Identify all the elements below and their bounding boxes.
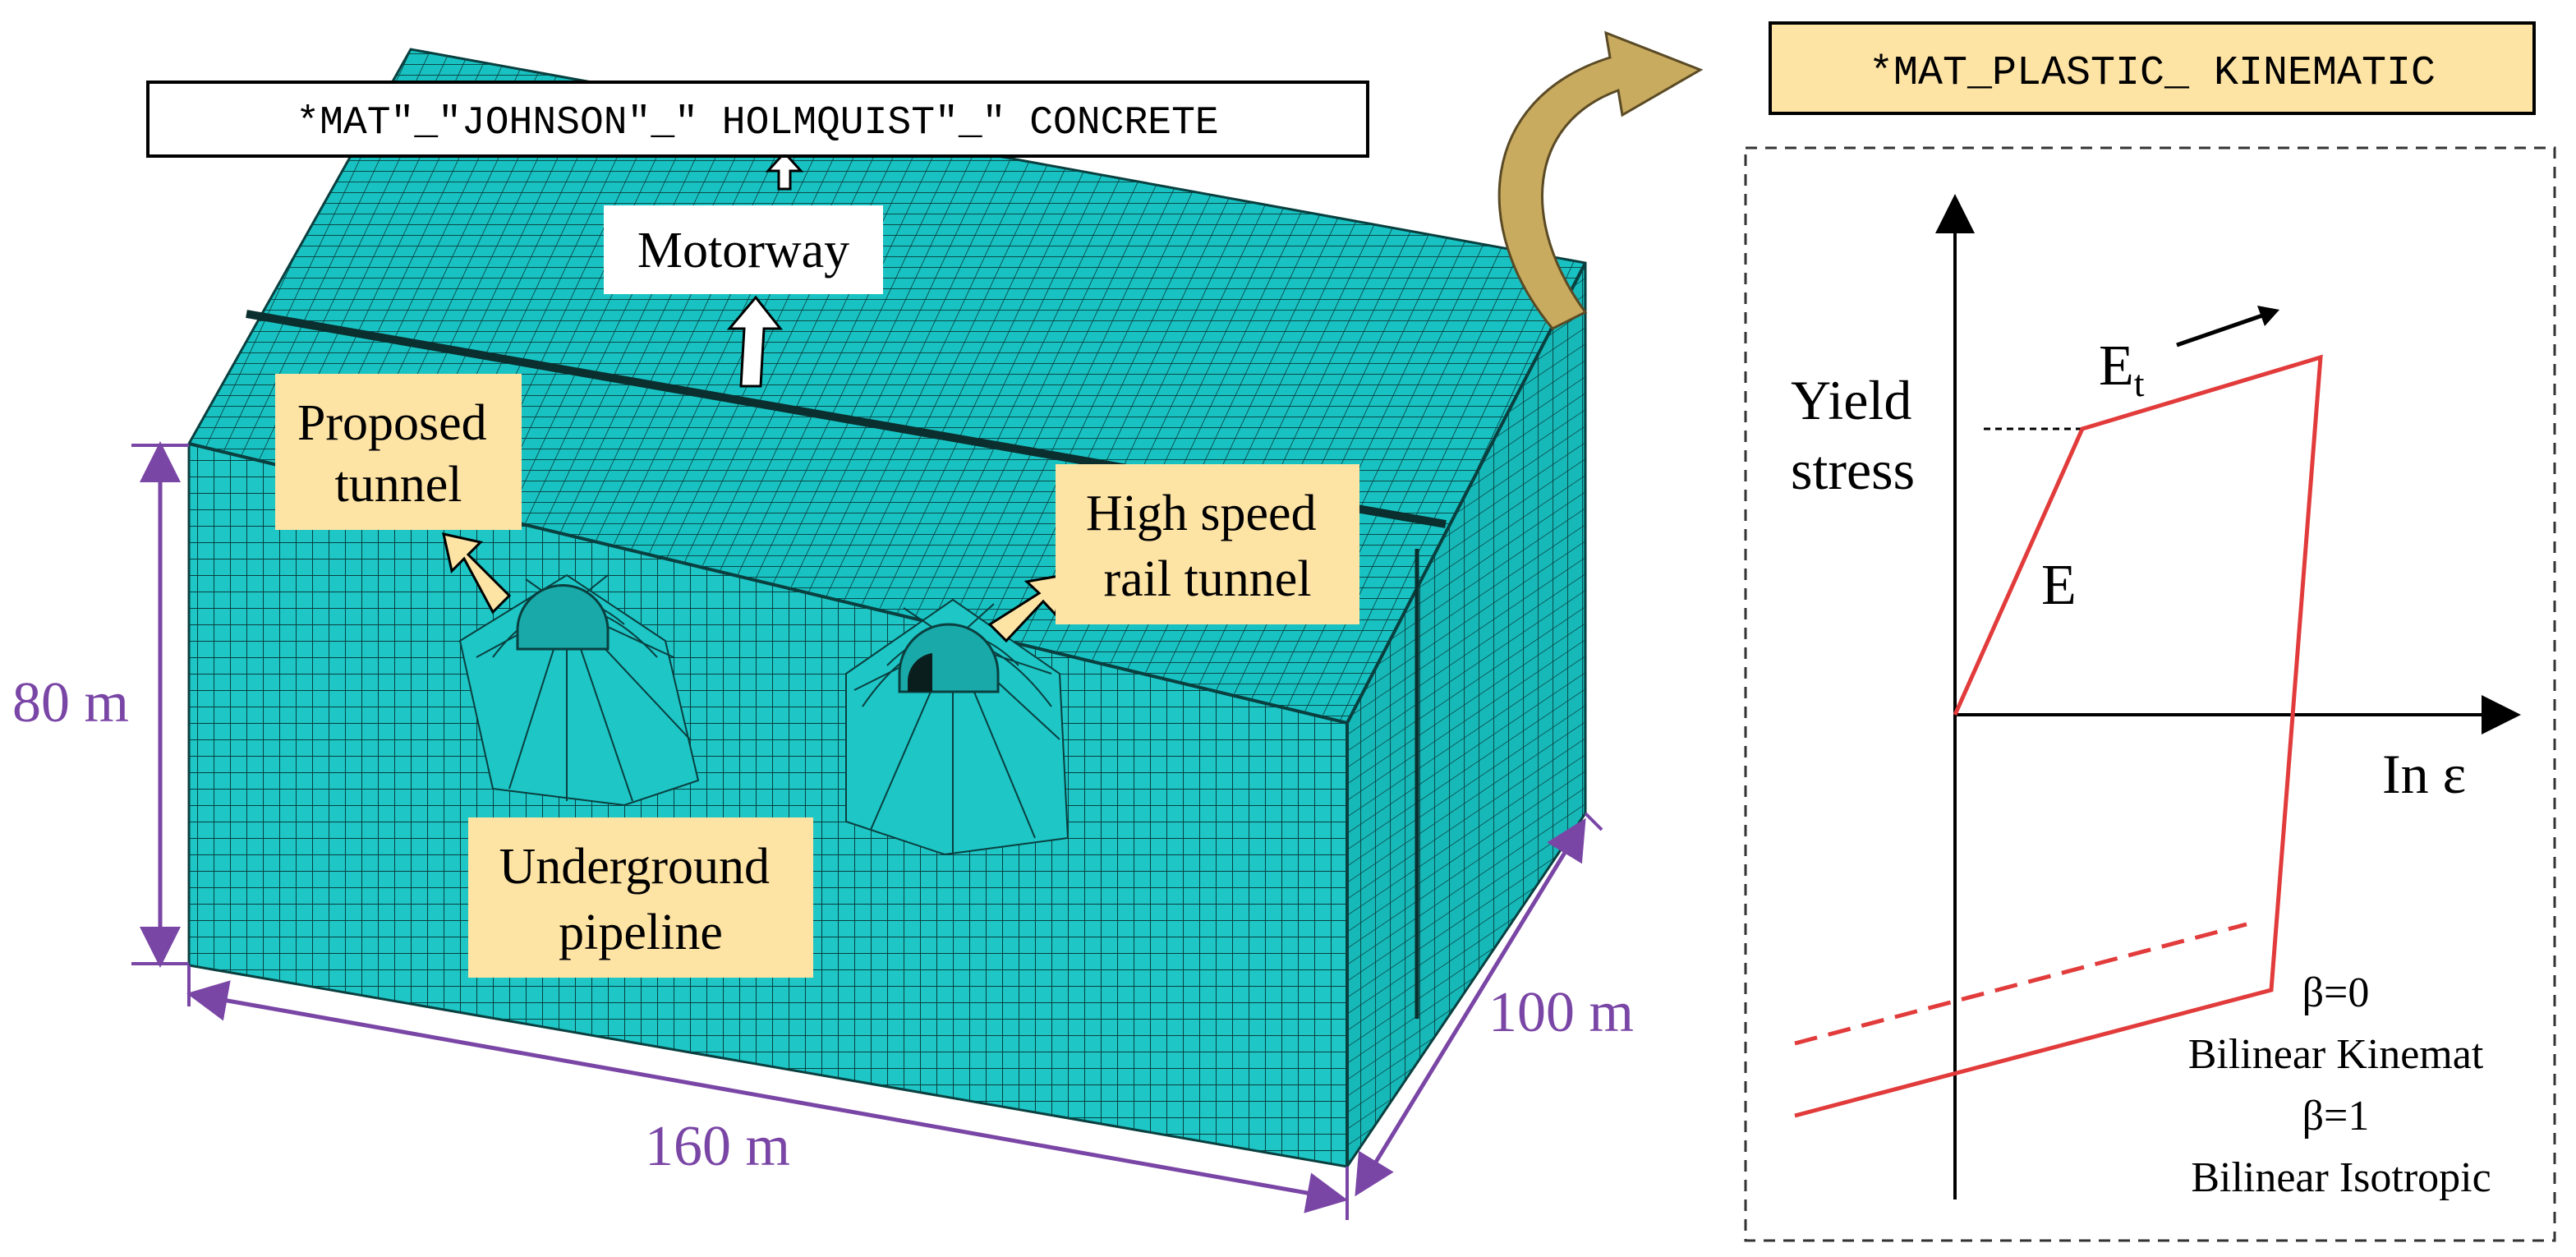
proposed-tunnel-opening — [516, 584, 610, 651]
dimension-length: 160 m — [186, 965, 1349, 1220]
xlabel: In ε — [2382, 743, 2466, 805]
jh-material-label: *MAT"_"JOHNSON"_" HOLMQUIST"_" CONCRETE — [146, 81, 1369, 158]
proposed-tunnel-label: Proposed tunnel — [275, 374, 522, 530]
callout-arrows — [726, 150, 804, 388]
dimension-height: 80 m — [12, 441, 189, 968]
proposed-tunnel-line1: Proposed — [297, 395, 487, 451]
arrow-to-motorway — [726, 295, 784, 388]
ylabel-line1: Yield — [1791, 369, 1911, 431]
beta0-label: β=0 — [2302, 969, 2370, 1016]
pipeline-label: Underground pipeline — [468, 817, 813, 978]
isotropic-dashed-line — [1794, 922, 2247, 1046]
dimension-width-label: 100 m — [1488, 981, 1634, 1044]
pipeline-line1: Underground — [499, 839, 770, 895]
bilinear-kinematic-label: Bilinear Kinemat — [2188, 1031, 2484, 1078]
tangent-subscript: t — [2134, 362, 2145, 404]
arrow-to-plastic-kinematic — [1497, 30, 1704, 330]
proposed-tunnel-line2: tunnel — [335, 457, 462, 513]
motorway-label: Motorway — [604, 205, 883, 294]
motorway-text: Motorway — [637, 223, 849, 279]
arrow-to-proposed-tunnel — [442, 532, 512, 615]
ylabel-line2: stress — [1791, 439, 1915, 501]
dimension-length-label: 160 m — [645, 1115, 790, 1178]
svg-text:High speed rail tunnel: High speed rail tunnel — [1086, 486, 1329, 607]
svg-text:Proposed tunnel: Proposed tunnel — [297, 395, 499, 513]
hysteresis-curve — [1794, 354, 2323, 1118]
tangent-modulus-label: E — [2099, 334, 2134, 398]
stress-strain-panel: Yield stress In ε Et E β=0 Bilinear Kine… — [1744, 146, 2556, 1242]
plastic-kinematic-label: *MAT_PLASTIC_ KINEMATIC — [1769, 21, 2536, 115]
rail-tunnel-line1: High speed — [1086, 486, 1317, 541]
svg-text:Underground pipeline: Underground pipeline — [499, 839, 783, 960]
panel-frame — [1744, 146, 2556, 1242]
bilinear-isotropic-label: Bilinear Isotropic — [2191, 1154, 2491, 1201]
jh-material-text: *MAT"_"JOHNSON"_" HOLMQUIST"_" CONCRETE — [296, 101, 1218, 145]
dimension-width: 100 m — [1355, 812, 1634, 1197]
plastic-kinematic-text: *MAT_PLASTIC_ KINEMATIC — [1869, 50, 2436, 97]
rail-tunnel-label: High speed rail tunnel — [1056, 464, 1359, 624]
rail-tunnel-line2: rail tunnel — [1103, 551, 1311, 607]
dimension-height-label: 80 m — [12, 671, 129, 734]
elastic-modulus-label: E — [2041, 554, 2077, 617]
svg-text:Et: Et — [2099, 334, 2145, 404]
beta1-label: β=1 — [2302, 1093, 2370, 1140]
svg-text:β=0 Bilinear Kinemat: β=0 Bilinear Kinemat β=1 Bilinear Isotro… — [2188, 969, 2495, 1201]
mesh-block — [187, 48, 1587, 1168]
pipeline-line2: pipeline — [559, 905, 723, 960]
arrow-to-jh-label — [765, 150, 804, 191]
svg-text:Yield stress: Yield stress — [1791, 369, 1925, 501]
